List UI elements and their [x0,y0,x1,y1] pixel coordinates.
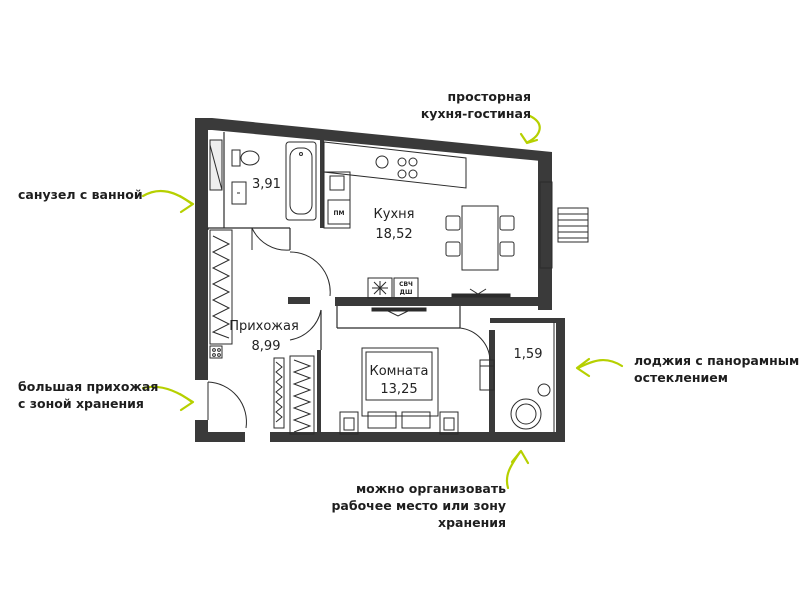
microwave-box [367,277,393,299]
callout-bathroom: санузел с ванной [18,186,143,203]
callout-arrows [141,114,624,490]
arrow-icon-kitchen [526,114,541,144]
wall-bedroom-loggia [489,330,495,442]
callout-hallway-line1: большая прихожая [18,379,159,394]
bathroom-fixtures [209,139,317,221]
callout-bathroom-line1: санузел с ванной [18,187,143,202]
bathtub-icon [285,141,317,221]
bedroom-area: 13,25 [380,382,417,397]
callout-loggia-line1: лоджия с панорамным [634,353,800,368]
wall-bottom-left [195,432,245,442]
callout-workspace: можно организовать рабочее место или зон… [331,480,506,531]
dining-table-icon [461,205,499,271]
wall-right-kitchen [538,158,552,310]
kitchen-name: Кухня [374,207,415,222]
wall-bottom-mid [270,432,495,442]
arrow-icon-loggia [576,359,624,370]
callout-loggia-line2: остеклением [634,370,728,385]
hallway-fixtures [209,229,315,435]
callout-hallway: большая прихожая с зоной хранения [18,378,158,412]
kitchen-sink-icon [329,175,345,191]
bathroom-area: 3,91 [252,177,281,192]
hallway-area: 8,99 [252,339,281,354]
arrow-icon-workspace [505,450,522,490]
toilet-icon [231,149,241,167]
dishwasher-box [327,199,351,225]
walls [195,118,565,442]
callout-kitchen-living: просторная кухня-гостиная [421,88,531,122]
toilet-bowl-icon [240,150,260,166]
callout-kitchen-line1: просторная [447,89,531,104]
wall-divider-hall-kitchen [288,297,310,304]
kitchen-area: 18,52 [375,227,412,242]
callout-hallway-line2: с зоной хранения [18,396,144,411]
bedroom-fixtures [339,307,555,435]
bedroom-tv-icon [371,307,427,312]
wall-bottom-loggia [495,432,565,442]
microwave-label-1: СВЧ [399,281,413,288]
wall-loggia-right [556,320,565,442]
callout-kitchen-line2: кухня-гостиная [420,106,531,121]
kitchen-fixtures [323,141,589,299]
callout-workspace-line1: можно организовать [355,481,506,496]
stove-icon [397,157,407,167]
loggia-chair-icon [510,398,542,430]
wall-bath-kitchen [320,140,324,228]
wall-loggia-top [490,318,565,323]
wall-top [195,118,552,162]
sink-icon [231,181,247,205]
wall-hall-bedroom [317,350,321,435]
partitions [207,132,461,350]
loggia-area: 1,59 [514,347,543,362]
bedroom-label-box [365,351,433,401]
callout-loggia: лоджия с панорамным остеклением [634,352,799,386]
wall-left [195,118,208,380]
doors [207,227,491,429]
arrow-icon-bathroom [141,189,194,206]
callout-workspace-line2: рабочее место или зону [331,498,506,513]
microwave-label-2: ДШ [400,289,413,296]
callout-workspace-line3: хранения [438,515,506,530]
dishwasher-label: ПМ [334,210,345,217]
kitchen-tv-icon [451,293,511,298]
wardrobe-icon [209,229,233,345]
hallway-name: Прихожая [229,319,299,334]
kitchen-window [539,181,553,269]
wall-divider-kitchen-bedroom [335,297,545,306]
bed-icon [361,347,439,417]
bedroom-name: Комната [370,364,429,379]
